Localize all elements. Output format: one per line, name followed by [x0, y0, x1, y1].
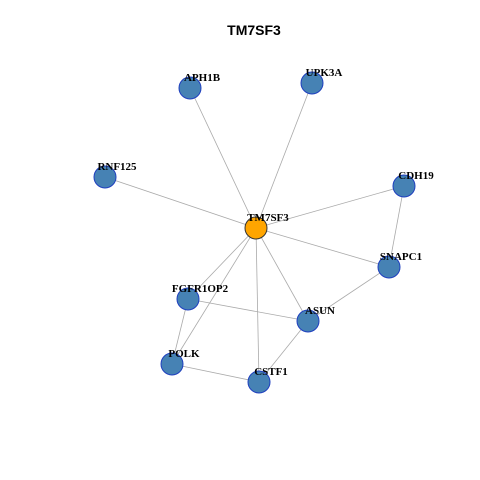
node-cstf1	[247, 370, 271, 394]
node-tm7sf3	[244, 216, 268, 240]
edge-tm7sf3-rnf125	[104, 176, 257, 229]
node-label-tm7sf3: TM7SF3	[247, 212, 289, 224]
edge-fgfr1op2-asun	[187, 298, 309, 322]
node-fgfr1op2	[176, 287, 200, 311]
node-asun	[296, 309, 320, 333]
node-rnf125	[93, 165, 117, 189]
edge-cdh19-snapc1	[388, 185, 405, 268]
node-label-cstf1: CSTF1	[254, 366, 288, 378]
graph-title: TM7SF3	[227, 22, 281, 38]
edge-tm7sf3-fgfr1op2	[187, 227, 257, 300]
edge-tm7sf3-polk	[171, 227, 257, 365]
edge-polk-cstf1	[171, 363, 260, 383]
nodes-layer	[93, 71, 416, 394]
node-label-aph1b: APH1B	[184, 72, 221, 84]
node-aph1b	[178, 76, 202, 100]
edge-tm7sf3-cstf1	[255, 227, 260, 383]
node-label-cdh19: CDH19	[398, 170, 434, 182]
node-label-upk3a: UPK3A	[306, 67, 343, 79]
edge-snapc1-asun	[307, 266, 390, 322]
node-upk3a	[300, 71, 324, 95]
node-polk	[160, 352, 184, 376]
edge-tm7sf3-aph1b	[189, 87, 257, 229]
edge-tm7sf3-cdh19	[255, 185, 405, 229]
node-snapc1	[377, 255, 401, 279]
edge-tm7sf3-snapc1	[255, 227, 390, 268]
node-label-polk: POLK	[168, 348, 200, 360]
edge-tm7sf3-asun	[255, 227, 309, 322]
node-cdh19	[392, 174, 416, 198]
edge-tm7sf3-upk3a	[255, 82, 313, 229]
edge-asun-cstf1	[258, 320, 309, 383]
node-label-snapc1: SNAPC1	[380, 251, 422, 263]
labels-layer: TM7SF3 APH1B UPK3A RNF125CDH19SNAPC1FGFR1OP…	[97, 67, 434, 378]
edges-layer	[104, 82, 405, 383]
node-label-rnf125: RNF125	[97, 161, 137, 173]
node-label-fgfr1op2: FGFR1OP2	[172, 283, 229, 295]
node-label-asun: ASUN	[305, 305, 335, 317]
